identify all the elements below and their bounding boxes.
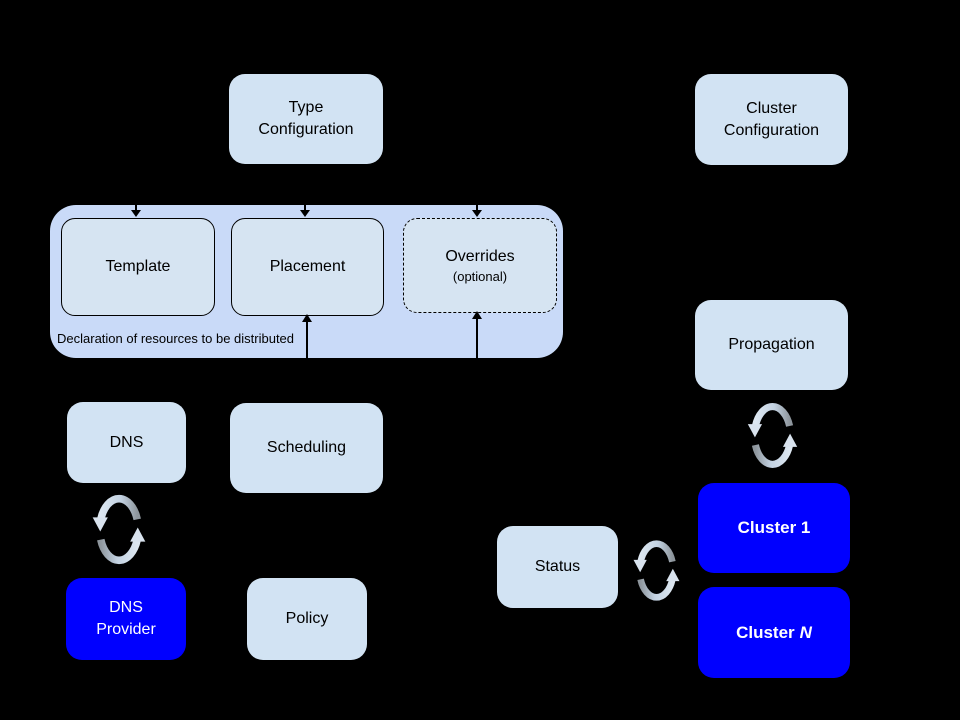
node-scheduling-label: Scheduling [266, 439, 347, 456]
node-cluster-configuration-label-line1: Cluster [746, 99, 797, 117]
node-status: Status [497, 526, 618, 608]
node-cluster-configuration: Cluster Configuration [695, 74, 848, 165]
node-dns-provider-label-line2: Provider [96, 621, 156, 638]
node-cluster-n-label-prefix: Cluster [736, 622, 795, 642]
arrow-solid-into-overrides-line [476, 318, 478, 359]
node-scheduling: Scheduling [230, 403, 383, 493]
node-dns-label: DNS [109, 433, 144, 451]
node-type-configuration-label-line2: Configuration [258, 121, 354, 138]
sync-icon [747, 403, 798, 468]
node-type-configuration-label-line1: Type [288, 99, 324, 116]
node-placement-label: Placement [269, 258, 346, 275]
node-policy-label: Policy [285, 610, 329, 627]
arrow-solid-into-placement-head [302, 314, 312, 322]
node-overrides-sublabel: (optional) [452, 269, 508, 284]
arrow-dashed-into-placement-line [304, 205, 306, 211]
node-policy: Policy [247, 578, 367, 660]
node-dns-provider: DNS Provider [66, 578, 186, 660]
sync-icon [633, 540, 680, 601]
node-cluster-n-label-suffix: N [799, 622, 812, 642]
node-type-configuration: Type Configuration [229, 74, 383, 164]
arrow-solid-into-placement-line [306, 321, 308, 359]
group-declaration-caption: Declaration of resources to be distribut… [57, 331, 295, 346]
arrow-dashed-into-template-line [135, 205, 137, 211]
node-dns: DNS [67, 402, 186, 483]
node-propagation: Propagation [695, 300, 848, 390]
arrow-dashed-into-placement-head [300, 210, 310, 217]
node-cluster-1-label: Cluster 1 [737, 518, 811, 537]
node-template: Template [61, 218, 215, 316]
arrow-dashed-into-overrides-head [472, 210, 482, 217]
node-placement: Placement [231, 218, 384, 316]
node-cluster-1: Cluster 1 [698, 483, 850, 573]
node-cluster-n-label: Cluster N [736, 622, 812, 644]
sync-icon [92, 494, 146, 565]
node-template-label: Template [105, 258, 171, 275]
node-cluster-configuration-label-line2: Configuration [723, 121, 820, 139]
node-status-label: Status [534, 558, 581, 575]
node-dns-provider-label-line1: DNS [109, 599, 143, 616]
node-propagation-label: Propagation [728, 336, 815, 353]
node-cluster-n: Cluster N [698, 587, 850, 678]
arrow-solid-into-overrides-head [472, 311, 482, 319]
node-overrides-label: Overrides [445, 248, 515, 265]
arrow-dashed-into-overrides-line [476, 205, 478, 211]
arrow-dashed-into-template-head [131, 210, 141, 217]
node-overrides: Overrides (optional) [403, 218, 557, 313]
